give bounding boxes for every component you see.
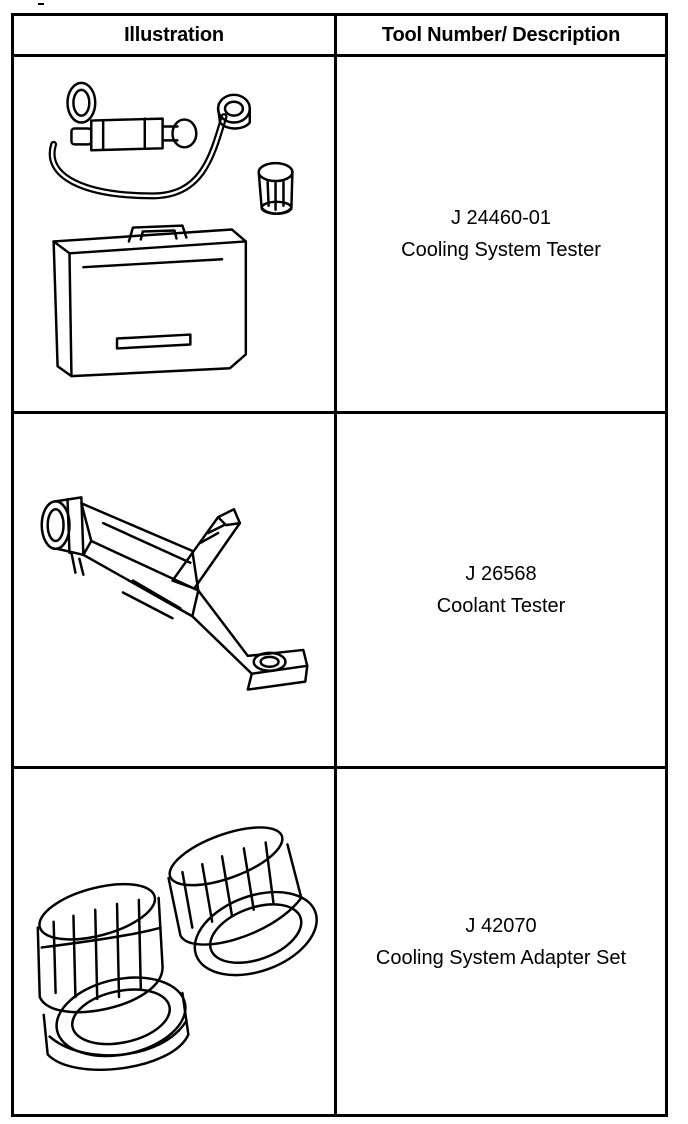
- tool-description: Coolant Tester: [436, 595, 566, 617]
- header-illustration: Illustration: [11, 13, 337, 57]
- table-row: J 42070 Cooling System Adapter Set: [11, 766, 668, 1117]
- illustration-cell: [11, 54, 337, 414]
- description-cell: J 24460-01 Cooling System Tester: [334, 54, 668, 414]
- description-cell: J 26568 Coolant Tester: [334, 411, 668, 769]
- tool-description: Cooling System Tester: [401, 239, 601, 261]
- illustration-cell: [11, 411, 337, 769]
- table-row: J 24460-01 Cooling System Tester: [11, 54, 668, 414]
- cooling-system-tester-icon: [48, 81, 294, 378]
- tool-table: Illustration Tool Number/ Description: [11, 13, 668, 1117]
- header-description: Tool Number/ Description: [334, 13, 668, 57]
- tool-number: J 26568: [465, 563, 537, 585]
- tool-number: J 42070: [465, 914, 537, 937]
- description-cell: J 42070 Cooling System Adapter Set: [334, 766, 668, 1117]
- table-row: J 26568 Coolant Tester: [11, 411, 668, 769]
- header-row: Illustration Tool Number/ Description: [11, 13, 668, 57]
- tool-number: J 24460-01: [450, 207, 552, 229]
- illustration-cell: [11, 766, 337, 1117]
- adapter-set-icon: [36, 826, 318, 1071]
- tool-description: Cooling System Adapter Set: [375, 946, 627, 969]
- coolant-tester-icon: [40, 496, 309, 691]
- scan-mark: [38, 3, 44, 5]
